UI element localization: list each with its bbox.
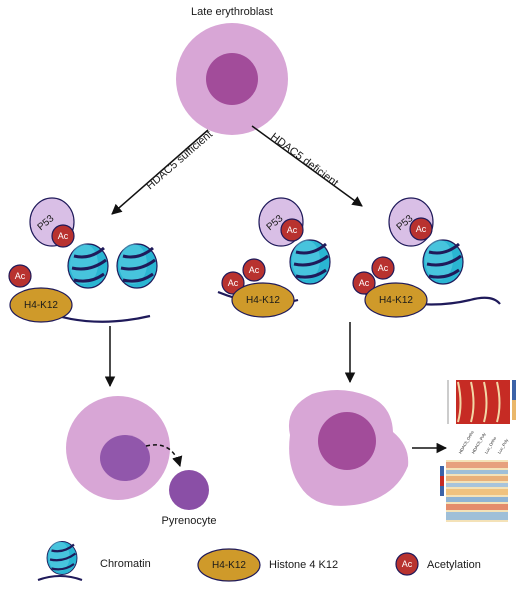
left-complex: P53 Ac Ac H4-K12 xyxy=(8,197,159,323)
svg-text:Ac: Ac xyxy=(249,265,260,275)
ac-badge: Ac xyxy=(51,224,75,248)
pyrenocyte-label: Pyrenocyte xyxy=(161,515,216,527)
ac-badge: Ac xyxy=(371,256,395,280)
legend-acetylation: Ac Acetylation xyxy=(395,552,481,576)
svg-text:H4-K12: H4-K12 xyxy=(246,295,280,306)
heatmap-column-labels: HDAC5_Ortho HDAC5_Poly Luc_Ortho Luc_Pol… xyxy=(458,429,510,455)
svg-text:Ac: Ac xyxy=(228,278,239,288)
svg-text:Ac: Ac xyxy=(15,271,26,281)
svg-text:H4-K12: H4-K12 xyxy=(24,300,58,311)
branch-right-label: HDAC5 deficient xyxy=(268,131,340,190)
legend-histone-label: Histone 4 K12 xyxy=(269,559,338,571)
histone-h4k12: H4-K12 xyxy=(231,282,295,318)
branch-left-label: HDAC5 sufficient xyxy=(144,128,215,192)
ac-badge: Ac xyxy=(8,264,32,288)
svg-text:Ac: Ac xyxy=(287,225,298,235)
legend-histone-badge: H4-K12 xyxy=(212,560,246,571)
top-label: Late erythroblast xyxy=(191,6,273,18)
svg-text:Ac: Ac xyxy=(416,224,427,234)
ac-badge: Ac xyxy=(242,258,266,282)
arrow-right xyxy=(251,125,363,207)
svg-text:H4-K12: H4-K12 xyxy=(379,295,413,306)
pyrenocyte: Pyrenocyte xyxy=(161,470,217,527)
svg-text:Luc_Ortho: Luc_Ortho xyxy=(484,435,498,454)
right-complex-1: P53 Ac Ac Ac H4-K12 xyxy=(217,197,332,318)
ac-badge: Ac xyxy=(221,271,245,295)
irregular-cell xyxy=(288,389,409,506)
right-complex-2: P53 Ac Ac Ac H4-K12 xyxy=(352,197,501,318)
legend-chromatin: Chromatin xyxy=(37,540,151,581)
svg-text:Ac: Ac xyxy=(378,263,389,273)
histone-h4k12: H4-K12 xyxy=(364,282,428,318)
legend-histone: H4-K12 Histone 4 K12 xyxy=(197,548,338,582)
svg-text:Ac: Ac xyxy=(359,278,370,288)
ac-badge: Ac xyxy=(352,271,376,295)
svg-text:Luc_Poly: Luc_Poly xyxy=(497,438,510,455)
legend-acetylation-label: Acetylation xyxy=(427,559,481,571)
legend-chromatin-label: Chromatin xyxy=(100,558,151,570)
enucleating-cell xyxy=(66,396,183,500)
correlation-heatmap xyxy=(447,380,516,424)
arrow-left xyxy=(111,129,209,215)
histone-h4k12: H4-K12 xyxy=(9,287,73,323)
legend: Chromatin H4-K12 Histone 4 K12 Ac Acetyl… xyxy=(37,540,481,582)
legend-ac-badge: Ac xyxy=(402,559,413,569)
svg-text:Ac: Ac xyxy=(58,231,69,241)
ac-badge: Ac xyxy=(409,217,433,241)
expression-heatmap xyxy=(440,460,508,522)
late-erythroblast-cell xyxy=(176,23,288,135)
ac-badge: Ac xyxy=(280,218,304,242)
